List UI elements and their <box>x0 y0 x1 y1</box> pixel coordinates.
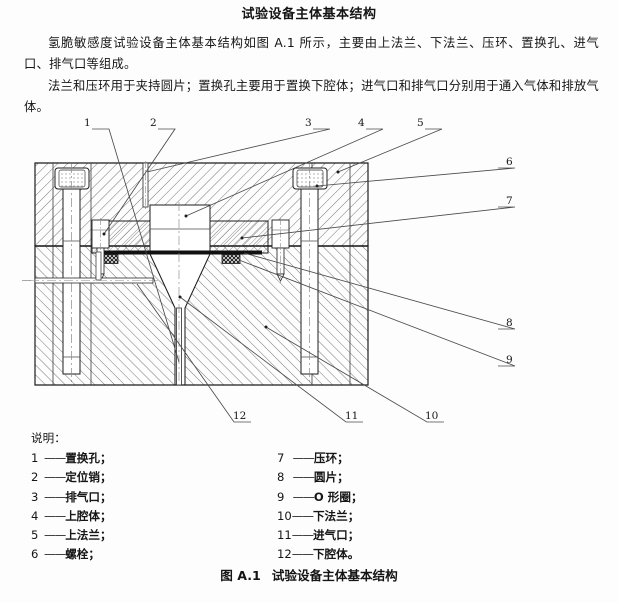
callout-label-9: 9 <box>506 354 513 366</box>
legend-number: 7 <box>277 451 285 465</box>
legend-item: 9 ——O 形圈； <box>277 488 363 507</box>
legend-number: 10 <box>277 508 292 523</box>
legend-heading: 说明： <box>31 431 66 445</box>
o-ring-right <box>221 254 241 264</box>
legend-label: 置换孔； <box>65 451 112 465</box>
legend-dash: —— <box>290 489 315 504</box>
legend-number: 3 <box>31 489 39 504</box>
technical-drawing: 1 2 3 4 5 6 7 8 9 10 11 12 <box>0 112 618 427</box>
legend-label: 上腔体； <box>65 508 112 523</box>
legend-label: 定位销； <box>65 470 112 485</box>
callout-label-7: 7 <box>506 195 513 207</box>
legend-item: 8 ——圆片； <box>277 468 363 487</box>
callout-label-6: 6 <box>506 156 513 168</box>
legend-dash: —— <box>291 508 314 523</box>
legend-number: 1 <box>31 451 39 465</box>
legend-dash: —— <box>44 470 66 485</box>
legend-number: 5 <box>31 528 39 543</box>
legend-number: 2 <box>31 470 39 485</box>
legend-label: 螺栓； <box>65 547 100 562</box>
figure-caption: 图 A.1 试验设备主体基本结构 <box>0 565 618 584</box>
legend-item: 1 ——置换孔； <box>31 449 112 468</box>
exhaust-port <box>142 161 149 209</box>
callout-dots <box>102 170 340 329</box>
legend-dash: —— <box>290 451 315 465</box>
callout-label-3: 3 <box>305 117 312 129</box>
legend-dash: —— <box>44 547 66 562</box>
legend-item: 2 ——定位销； <box>31 468 112 487</box>
legend-column-right: 7 ——压环； 8 ——圆片； 9 ——O 形圈； 10——下法兰； 11——进… <box>277 449 363 565</box>
callout-label-4: 4 <box>358 117 365 129</box>
legend-label: 下腔体。 <box>312 547 360 562</box>
legend: 说明： 1——置换孔； 2——定位销； 3——排气口； 4——上腔体； 5——上… <box>0 430 618 561</box>
callout-label-10: 10 <box>425 410 438 422</box>
legend-number: 6 <box>31 547 39 562</box>
legend-item: 3 ——排气口； <box>31 488 112 507</box>
callout-label-2: 2 <box>150 117 157 129</box>
legend-column-left: 1——置换孔； 2——定位销； 3——排气口； 4——上腔体； 5——上法兰； … <box>31 449 112 565</box>
legend-item: 10——下法兰； <box>277 507 363 526</box>
legend-dash: —— <box>291 528 314 543</box>
legend-number: 11 <box>277 528 292 543</box>
legend-number: 9 <box>277 489 285 504</box>
callout-label-5: 5 <box>417 117 424 129</box>
legend-dash: —— <box>290 470 315 485</box>
body-paragraph-1: 氢脆敏感度试验设备主体基本结构如图 A.1 所示，主要由上法兰、下法兰、压环、置… <box>24 36 599 71</box>
legend-number: 4 <box>31 508 39 523</box>
legend-number: 12 <box>277 547 292 562</box>
callout-leaders <box>92 128 516 423</box>
legend-dash: —— <box>44 508 66 523</box>
legend-item: 4 ——上腔体； <box>31 507 112 526</box>
legend-dash: —— <box>44 451 66 465</box>
legend-label: O 形圈； <box>313 489 363 504</box>
callout-label-12: 12 <box>233 410 246 422</box>
callout-label-8: 8 <box>506 317 513 329</box>
callout-label-11: 11 <box>345 410 358 422</box>
purge-hole <box>176 202 182 389</box>
press-ring-right <box>209 220 269 254</box>
legend-dash: —— <box>291 547 314 562</box>
legend-item: 7 ——压环； <box>277 449 363 468</box>
legend-label: 上法兰； <box>65 528 112 543</box>
legend-label: 下法兰； <box>312 508 360 523</box>
page-title: 试验设备主体基本结构 <box>241 7 377 22</box>
legend-label: 圆片； <box>313 470 349 485</box>
upper-chamber <box>149 204 211 254</box>
specimen-disc <box>98 250 262 255</box>
legend-item: 5 ——上法兰； <box>31 526 112 545</box>
legend-item: 6 ——螺栓； <box>31 545 112 564</box>
legend-number: 8 <box>277 470 285 485</box>
legend-label: 压环； <box>313 451 349 465</box>
body-paragraph-2: 法兰和压环用于夹持圆片；置换孔主要用于置换下腔体；进气口和排气口分别用于通入气体… <box>24 79 599 114</box>
legend-item: 11——进气口； <box>277 526 363 545</box>
bolt-right <box>292 164 328 384</box>
figure-number: 图 A.1 <box>220 568 261 583</box>
cross-section-svg: 1 2 3 4 5 6 7 8 9 10 11 12 <box>22 117 516 423</box>
callout-numbers: 1 2 3 4 5 6 7 8 9 10 11 12 <box>84 117 513 422</box>
legend-dash: —— <box>44 489 66 504</box>
callout-label-1: 1 <box>84 117 91 129</box>
legend-label: 进气口； <box>312 528 360 543</box>
legend-item: 12——下腔体。 <box>277 545 363 564</box>
figure-title: 试验设备主体基本结构 <box>271 568 398 583</box>
legend-dash: —— <box>44 528 66 543</box>
legend-label: 排气口； <box>65 489 112 504</box>
